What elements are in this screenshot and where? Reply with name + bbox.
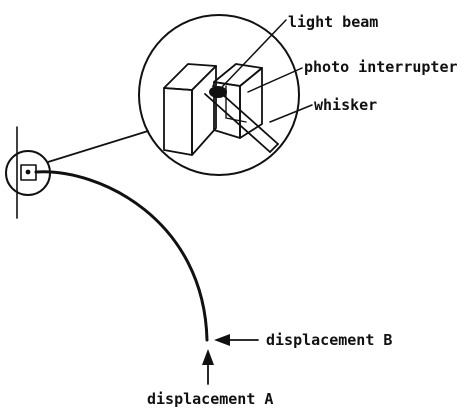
displacement-b-label: displacement B [266,331,392,349]
label-leaders [221,19,313,123]
interrupter-left-block [163,63,217,156]
whisker-long [34,170,209,342]
magnified-view [138,14,300,176]
whisker-magnified [204,85,279,153]
magnifier-circle [138,14,300,176]
light-beam-label: light beam [288,13,378,31]
whisker-label: whisker [314,96,377,114]
magnifier-connector [47,130,149,163]
interrupter-right-block [213,63,263,139]
photo-interrupter-label: photo interrupter [304,58,458,76]
displacement-a-label: displacement A [147,390,273,408]
sensor-location [5,126,51,219]
displacement-a-arrow [202,349,214,385]
displacement-b-arrow [214,334,259,346]
